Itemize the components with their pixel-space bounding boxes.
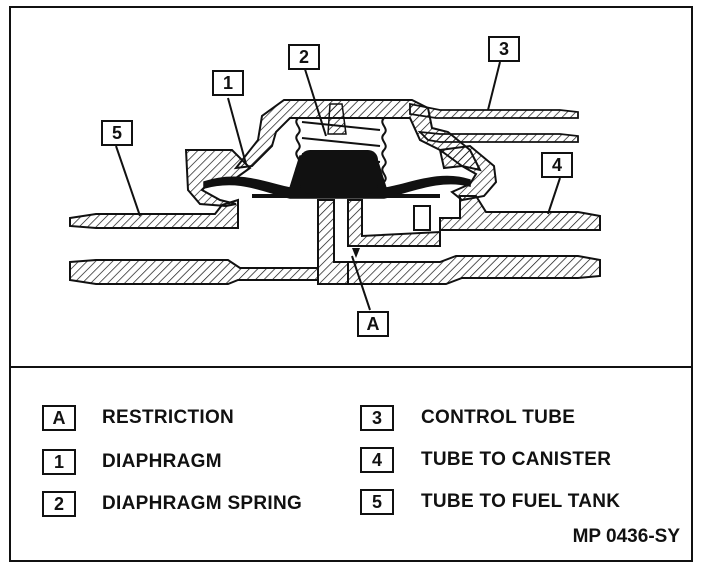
tube-4-wall: [439, 195, 601, 231]
cover-boss: [327, 103, 347, 135]
restriction-wall: [347, 199, 441, 247]
legend-key-2: 2: [42, 491, 76, 517]
legend-key-5: 5: [360, 489, 394, 515]
mount-stud: [413, 205, 431, 231]
leader-lines: [115, 61, 561, 311]
legend-label-control-tube: CONTROL TUBE: [421, 407, 576, 428]
callout-4: 4: [541, 152, 573, 178]
legend-label-restriction: RESTRICTION: [102, 407, 235, 428]
tube-5-wall: [69, 198, 239, 229]
legend-divider: [9, 366, 693, 368]
legend-label-diaphragm: DIAPHRAGM: [102, 451, 222, 472]
control-tube-3-lower: [417, 130, 579, 143]
lower-pipe-wall-right: [347, 255, 601, 285]
callout-3: 3: [488, 36, 520, 62]
callout-5: 5: [101, 120, 133, 146]
legend-key-3: 3: [360, 405, 394, 431]
control-tube-3-upper: [409, 102, 579, 119]
figure-frame: [9, 6, 693, 562]
restriction-arrow: [352, 248, 360, 258]
legend-label-diaphragm-spring: DIAPHRAGM SPRING: [102, 493, 303, 514]
legend-key-1: 1: [42, 449, 76, 475]
legend-label-tube-to-canister: TUBE TO CANISTER: [421, 449, 612, 470]
legend-key-4: 4: [360, 447, 394, 473]
callout-2: 2: [288, 44, 320, 70]
callout-1: 1: [212, 70, 244, 96]
center-riser: [317, 199, 349, 285]
legend-key-a: A: [42, 405, 76, 431]
lower-pipe-wall-left: [69, 259, 319, 285]
upper-cover: [233, 99, 482, 172]
callout-a: A: [357, 311, 389, 337]
diaphragm-center-plate: [300, 150, 378, 194]
legend-label-tube-to-fuel-tank: TUBE TO FUEL TANK: [421, 491, 621, 512]
figure-code: MP 0436-SY: [572, 526, 680, 547]
